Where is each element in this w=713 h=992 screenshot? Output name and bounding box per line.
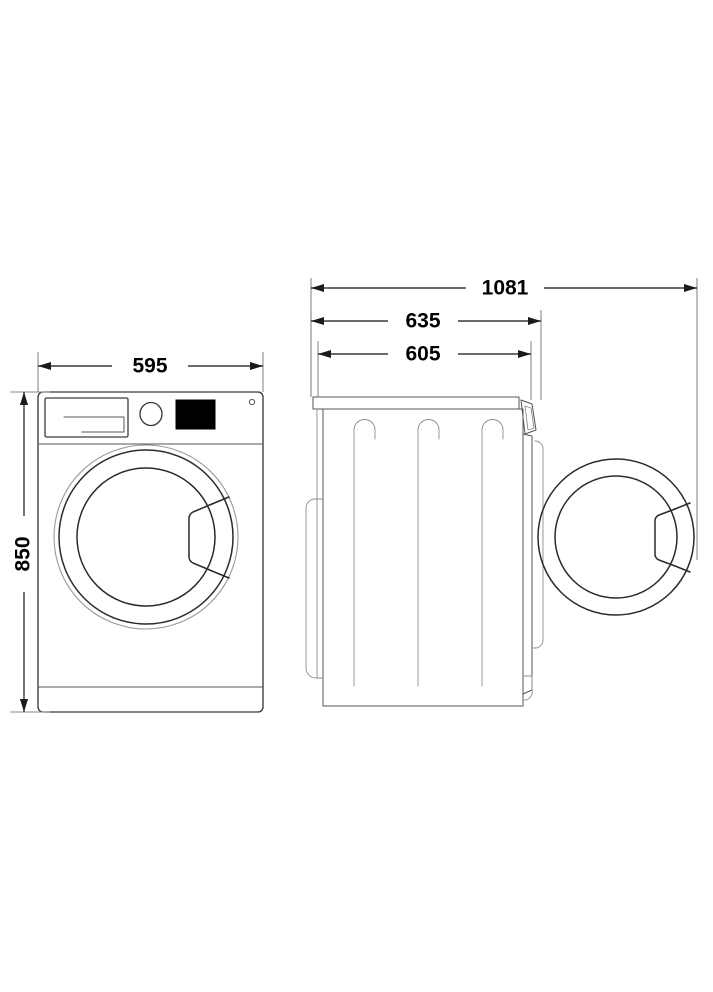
front-view xyxy=(37,391,264,713)
dim-label-635-backdrop xyxy=(388,308,458,334)
side-rib-1 xyxy=(353,419,376,687)
rear-fascia-tab-inner xyxy=(524,405,535,431)
side-cabinet-outline xyxy=(322,408,524,707)
dim-label-595-backdrop xyxy=(112,354,188,378)
dim-label-1081-backdrop xyxy=(466,275,544,301)
open-door-outer-ring[interactable] xyxy=(537,458,695,616)
arrow-850-bottom xyxy=(20,699,28,712)
arrow-595-left xyxy=(38,362,51,370)
dimension-height-850: 850 xyxy=(10,391,50,713)
front-cabinet-outline xyxy=(37,391,264,713)
door-handle[interactable] xyxy=(188,503,213,572)
door-handle-lower-edge xyxy=(211,570,230,579)
open-door-hinge-band xyxy=(531,440,544,649)
dimension-depth-1081: 1081 xyxy=(310,275,698,560)
arrow-635-left xyxy=(311,317,324,325)
open-door-glass-ring xyxy=(554,475,678,599)
open-door-handle-upper-edge xyxy=(674,502,691,510)
open-door-edge-panel xyxy=(305,507,324,679)
arrow-635-right xyxy=(528,317,541,325)
dim-label-635: 635 xyxy=(405,310,440,333)
door-handle-upper-edge xyxy=(211,496,230,505)
worktop-panel xyxy=(312,396,520,410)
dimension-width-595: 595 xyxy=(37,352,264,392)
rear-bottom-corner xyxy=(522,675,533,701)
side-view xyxy=(305,396,695,707)
door-glass-ring xyxy=(76,467,216,607)
arrow-1081-left xyxy=(311,284,324,292)
display-screen[interactable] xyxy=(175,399,216,430)
door-outer-ring[interactable] xyxy=(58,449,234,625)
arrow-1081-right xyxy=(684,284,697,292)
dim-label-605-backdrop xyxy=(388,341,458,367)
arrow-605-left xyxy=(318,350,331,358)
dimension-depth-635: 635 xyxy=(310,308,542,400)
dim-label-1081: 1081 xyxy=(482,277,529,300)
rear-edge-band xyxy=(522,433,533,695)
rear-fascia-tab xyxy=(520,399,537,435)
side-rib-2 xyxy=(417,419,440,687)
open-door-handle-lower-edge xyxy=(674,565,691,573)
arrow-850-top xyxy=(20,392,28,405)
dim-label-595: 595 xyxy=(132,355,167,378)
dim-label-605: 605 xyxy=(405,343,440,366)
detergent-drawer-handle xyxy=(63,416,125,433)
arrow-595-right xyxy=(250,362,263,370)
open-door-edge-outer xyxy=(305,498,324,509)
dim-label-850: 850 xyxy=(12,536,35,571)
open-door-handle[interactable] xyxy=(654,508,676,567)
indicator-led[interactable] xyxy=(248,398,256,406)
dim-label-850-backdrop xyxy=(12,516,36,592)
door-outer-trim-ring xyxy=(53,444,239,630)
side-rib-3 xyxy=(481,419,504,687)
arrow-605-right xyxy=(518,350,531,358)
dimension-depth-605: 605 xyxy=(317,341,532,400)
program-knob[interactable] xyxy=(139,401,163,427)
